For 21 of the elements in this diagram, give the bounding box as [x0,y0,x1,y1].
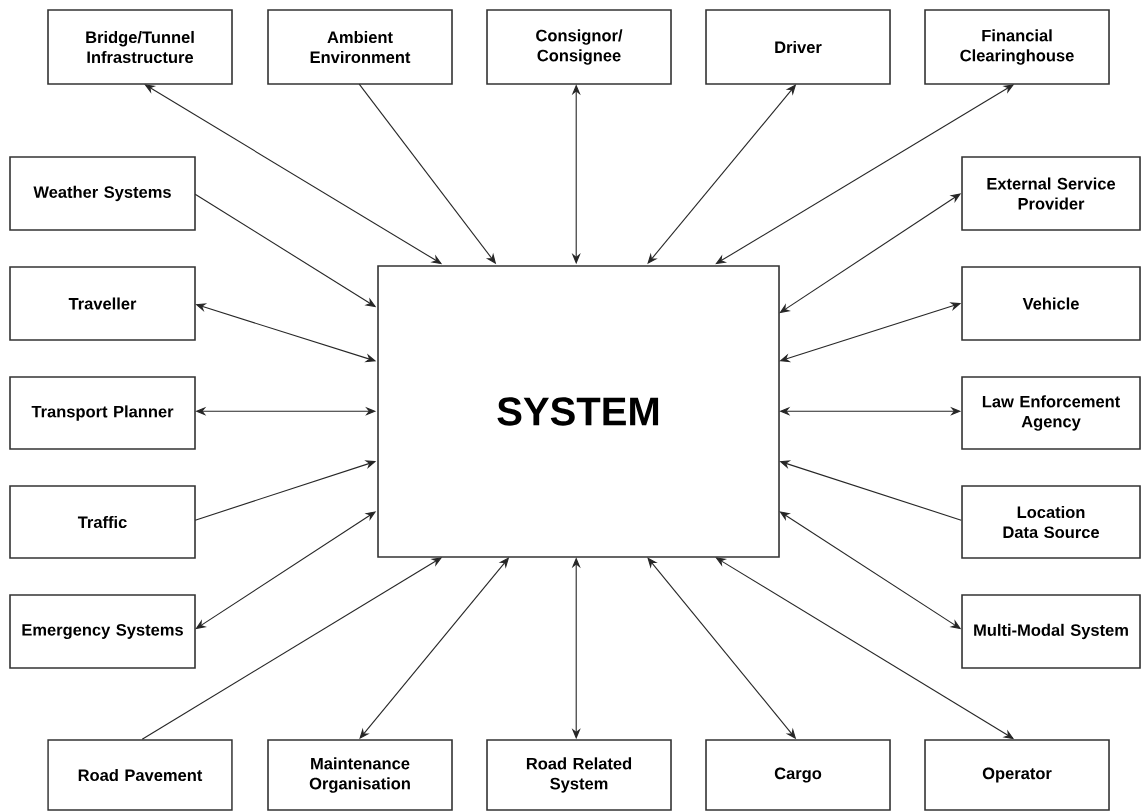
entity-box: Traveller [9,266,196,341]
entity-box: Law Enforcement Agency [961,376,1141,450]
entity-box: Financial Clearinghouse [924,9,1110,85]
entity-box: Maintenance Organisation [267,739,453,811]
entity-box: Operator [924,739,1110,811]
entity-box: Road Related System [486,739,672,811]
entity-box: Bridge/Tunnel Infrastructure [47,9,233,85]
entity-box: External Service Provider [961,156,1141,231]
system-box: SYSTEM [377,265,780,558]
entity-box: Consignor/ Consignee [486,9,672,85]
entity-box: Weather Systems [9,156,196,231]
entity-box: Driver [705,9,891,85]
entity-box: Vehicle [961,266,1141,341]
entity-box: Cargo [705,739,891,811]
entity-box: Traffic [9,485,196,559]
entity-box: Multi-Modal System [961,594,1141,669]
entity-box: Ambient Environment [267,9,453,85]
entity-box: Location Data Source [961,485,1141,559]
entity-box: Emergency Systems [9,594,196,669]
entity-box: Road Pavement [47,739,233,811]
entity-box: Transport Planner [9,376,196,450]
